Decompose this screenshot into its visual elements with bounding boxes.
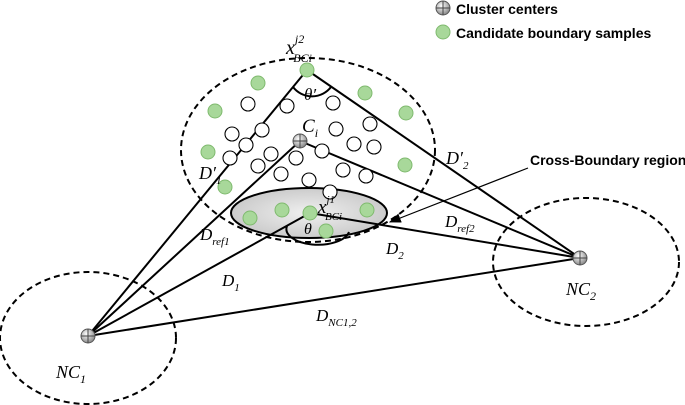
candidate-sample	[242, 210, 258, 226]
candidate-sample	[299, 62, 315, 78]
theta-arc	[285, 225, 350, 246]
cross-boundary-arrow	[388, 167, 529, 223]
sample-point	[366, 139, 382, 155]
label-theta: θ	[304, 221, 312, 238]
label-d-ref1: Dref1	[199, 225, 230, 248]
sample-point	[238, 137, 254, 153]
line-nc1-xj1	[87, 212, 311, 337]
candidate-sample	[398, 105, 414, 121]
label-theta-prime: θ′	[304, 85, 316, 104]
sample-point	[240, 96, 256, 112]
sample-point	[362, 116, 378, 132]
nc1-cluster-ellipse	[0, 271, 177, 405]
sample-point	[222, 150, 238, 166]
center-nc2-marker	[572, 250, 588, 266]
legend-cluster-center-icon	[435, 0, 451, 16]
legend: Cluster centers Candidate boundary sampl…	[435, 0, 651, 41]
legend-label-candidate-samples: Candidate boundary samples	[456, 25, 651, 41]
candidate-sample	[250, 75, 266, 91]
sample-point	[314, 143, 330, 159]
label-d-ref2: Dref2	[444, 212, 475, 235]
candidate-sample	[397, 157, 413, 173]
sample-point	[254, 122, 270, 138]
line-nc1-ci	[87, 140, 301, 337]
candidate-sample	[357, 85, 373, 101]
center-nc1-marker	[80, 328, 96, 344]
candidate-sample	[302, 205, 318, 221]
line-xj2-nc2	[306, 69, 581, 259]
sample-point	[224, 126, 240, 142]
nc2-cluster-ellipse	[492, 197, 680, 327]
legend-label-cluster-centers: Cluster centers	[456, 1, 558, 17]
candidate-sample	[318, 223, 334, 239]
distance-lines	[87, 69, 581, 337]
label-d-nc12: DNC1,2	[315, 306, 357, 329]
label-d1-prime: D′1	[198, 163, 221, 187]
main-cluster-ellipse	[180, 57, 436, 243]
sample-point	[301, 172, 317, 188]
sample-point	[279, 98, 295, 114]
candidate-boundary-samples	[200, 62, 414, 239]
label-d2: D2	[385, 239, 404, 262]
line-ci-nc2	[299, 140, 581, 259]
sample-point	[322, 184, 338, 200]
candidate-sample	[217, 179, 233, 195]
candidate-sample	[207, 103, 223, 119]
label-nc2: NC2	[565, 279, 596, 303]
sample-point	[358, 168, 374, 184]
sample-point	[263, 146, 279, 162]
sample-point	[273, 166, 289, 182]
sample-point	[346, 136, 362, 152]
sample-point	[335, 162, 351, 178]
label-center-ci: Ci	[302, 116, 318, 140]
sample-point	[328, 121, 344, 137]
cluster-samples	[222, 95, 382, 200]
sample-point	[325, 95, 341, 111]
candidate-sample	[274, 202, 290, 218]
line-nc1-nc2	[87, 257, 581, 337]
line-xj1-nc2	[309, 212, 581, 259]
label-nc1: NC1	[55, 362, 86, 386]
label-d2-prime: D′2	[445, 148, 469, 172]
sample-point	[288, 150, 304, 166]
label-d1: D1	[221, 271, 240, 294]
sample-point	[250, 158, 266, 174]
line-nc1-xj2	[87, 69, 308, 337]
candidate-sample	[359, 202, 375, 218]
cross-boundary-label: Cross-Boundary region	[530, 152, 685, 168]
candidate-sample	[200, 144, 216, 160]
center-ci-marker	[292, 133, 308, 149]
theta-prime-arc	[292, 86, 332, 98]
legend-candidate-sample-icon	[435, 24, 451, 40]
